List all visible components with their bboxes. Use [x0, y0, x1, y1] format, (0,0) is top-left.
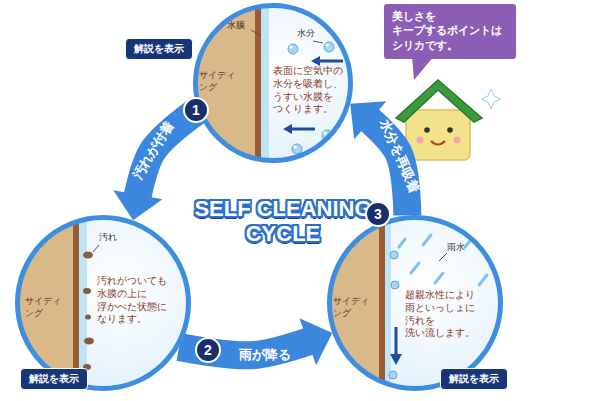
rain-streaks	[399, 235, 487, 285]
explain-button: 解説を表示	[20, 368, 88, 390]
part-label: サイディング	[25, 295, 65, 319]
dirt-particles	[83, 252, 94, 371]
siding-surface	[379, 215, 385, 391]
button-label: 解説を表示	[449, 372, 499, 386]
leader-line	[93, 245, 99, 252]
cycle-circle: 水膜水分サイディング 表面に空気中の 水分を吸着し、 うすい水膜を つくります。	[193, 3, 353, 163]
cycle-arrow	[113, 110, 198, 220]
cycle-circle: 汚れサイディング 汚れがついても 水膜の上に 浮かべた状態に なります。	[15, 215, 191, 391]
circle-ground	[193, 3, 353, 163]
house-smile	[431, 141, 445, 145]
arrow-label: 雨が降る	[239, 347, 291, 360]
cycle-arrow	[179, 318, 332, 365]
leader-line	[439, 253, 447, 261]
house-body	[406, 110, 470, 160]
part-label: 水膜	[227, 19, 253, 31]
diagram-title: SELF CLEANING CYCLE	[176, 196, 390, 247]
arrow-head	[299, 318, 332, 365]
house-roof	[396, 80, 482, 122]
leader-line	[313, 41, 323, 43]
circle-ground	[327, 215, 503, 391]
explain-button: 解説を表示	[125, 38, 193, 60]
callout-number: 3	[365, 201, 391, 227]
part-label: 汚れ	[99, 231, 127, 243]
cross-section	[193, 3, 353, 163]
description: 汚れがついても 水膜の上に 浮かべた状態に なります。	[97, 275, 177, 326]
button-label: 解説を表示	[29, 372, 79, 386]
button-label: 解説を表示	[134, 42, 184, 56]
callout-number: 2	[195, 337, 221, 363]
part-label: 雨水	[447, 241, 475, 253]
house-cheek	[454, 137, 461, 144]
description: 表面に空気中の 水分を吸着し、 うすい水膜を つくります。	[273, 65, 349, 116]
circle-ground	[15, 215, 191, 391]
siding-wall	[327, 215, 379, 391]
flow-arrow	[390, 327, 402, 365]
bubble-text: 美しさを キープするポイントは シリカです。	[392, 10, 508, 53]
cross-section	[327, 215, 503, 391]
part-label: サイディング	[199, 69, 239, 93]
callout-number: 1	[183, 97, 209, 123]
part-label: サイディング	[333, 295, 373, 319]
siding-wall	[193, 3, 255, 163]
cycle-circle: 雨水サイディング 超親水性により 雨といっしょに 汚れを 洗い流します。	[327, 215, 503, 391]
speech-bubble: 美しさを キープするポイントは シリカです。	[384, 4, 516, 59]
part-label: 水分	[297, 27, 323, 39]
water-film	[385, 215, 391, 391]
siding-surface	[73, 215, 79, 391]
sparkle	[481, 89, 501, 109]
water-film	[261, 3, 269, 163]
arrow-head	[113, 190, 162, 220]
house-cheek	[417, 137, 424, 144]
siding-surface	[255, 3, 261, 163]
leader-line	[251, 30, 261, 36]
house-eye	[447, 127, 453, 133]
description: 超親水性により 雨といっしょに 汚れを 洗い流します。	[405, 289, 485, 340]
arrow-head	[350, 101, 386, 139]
explain-button: 解説を表示	[440, 368, 508, 390]
cross-section	[15, 215, 191, 391]
house-eye	[424, 127, 430, 133]
siding-wall	[15, 215, 73, 391]
house-character	[396, 80, 501, 160]
bubble-pointer	[412, 56, 434, 80]
